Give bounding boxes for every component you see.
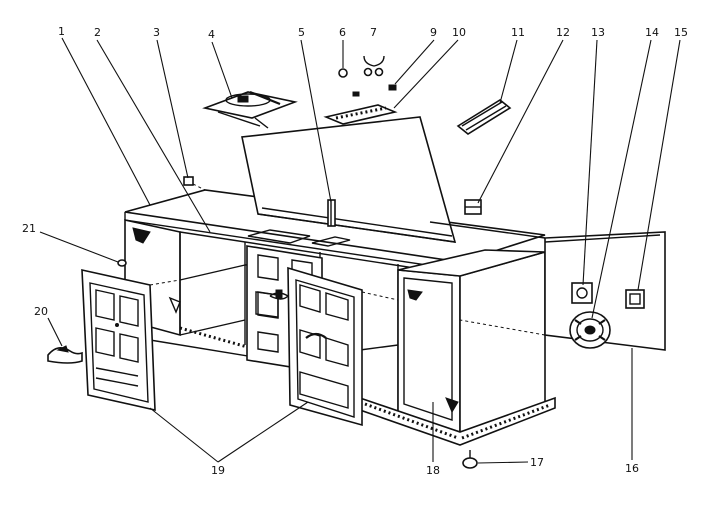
callout-13: 13 <box>591 26 605 39</box>
door-hinges <box>269 289 290 300</box>
fan-grommet <box>569 311 611 349</box>
callout-17: 17 <box>530 456 544 469</box>
callout-12: 12 <box>556 26 570 39</box>
knobs-7 <box>363 55 385 77</box>
callout-4: 4 <box>208 28 215 41</box>
callout-11: 11 <box>511 26 525 39</box>
receptacle-13 <box>571 282 593 304</box>
callout-5: 5 <box>298 26 305 39</box>
right-cabinet-box <box>397 249 546 434</box>
callout-9: 9 <box>430 26 437 39</box>
callout-15: 15 <box>674 26 688 39</box>
screw-21 <box>117 259 127 267</box>
callout-2: 2 <box>94 26 101 39</box>
callout-labels: 1 2 3 4 5 6 7 9 10 11 12 13 14 15 16 17 … <box>22 25 688 477</box>
leveling-foot <box>462 450 478 469</box>
left-door <box>81 268 156 412</box>
right-door <box>287 266 363 427</box>
callout-16: 16 <box>625 462 639 475</box>
control-panel-10 <box>323 104 398 125</box>
leader-lines <box>39 37 681 464</box>
callout-10: 10 <box>452 26 466 39</box>
callout-3: 3 <box>153 26 160 39</box>
callout-1: 1 <box>58 25 65 38</box>
turntable-mechanism <box>202 90 298 129</box>
receptacle-15 <box>625 289 645 309</box>
hidden-lines <box>149 279 546 336</box>
callout-19: 19 <box>211 464 225 477</box>
speaker-grille <box>456 99 512 135</box>
latch-20 <box>47 345 83 364</box>
hinge-bracket-12 <box>464 199 482 215</box>
callout-21: 21 <box>22 222 36 235</box>
cabinet-lid <box>241 116 457 243</box>
knob-9 <box>388 84 397 91</box>
callout-7: 7 <box>370 26 377 39</box>
lid-support <box>327 199 336 227</box>
knob-extra <box>352 91 360 97</box>
part-3-clip <box>183 176 206 191</box>
callout-14: 14 <box>645 26 659 39</box>
callout-18: 18 <box>426 464 440 477</box>
knob-6 <box>338 68 348 78</box>
callout-6: 6 <box>339 26 346 39</box>
callout-20: 20 <box>34 305 48 318</box>
